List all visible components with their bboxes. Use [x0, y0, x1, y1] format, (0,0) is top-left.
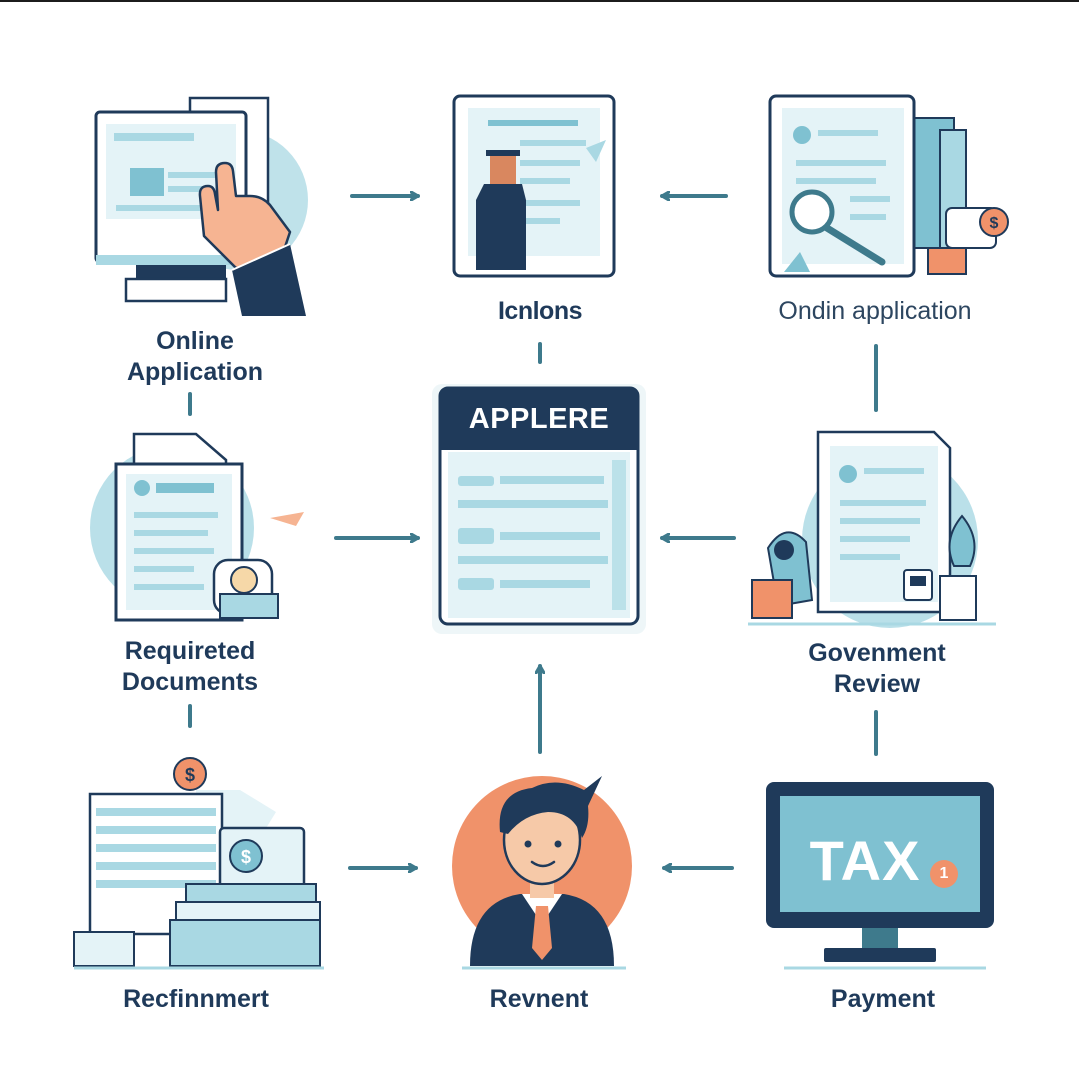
label-line: Online: [156, 327, 234, 355]
label-government-review: Govenment Review: [770, 638, 984, 700]
label-line: Ondin application: [778, 297, 972, 325]
label-line: Review: [833, 670, 921, 698]
label-payment: Payment: [776, 984, 990, 1015]
svg-text:$: $: [241, 847, 251, 867]
label-line: Documents: [121, 668, 259, 696]
document-magnifier-icon: $: [768, 94, 1009, 278]
label-recfinnmert: Recfinnmert: [86, 984, 306, 1015]
label-line: Requireted: [124, 637, 256, 665]
officer-avatar-icon: [452, 776, 632, 970]
label-ondin-application: Ondin application: [740, 296, 1010, 327]
invoice-stack-icon: $ $: [73, 757, 324, 970]
document-review-icon: [748, 430, 996, 628]
tax-screen-text: TAX: [809, 828, 921, 892]
label-icnlons: Icnlons: [430, 296, 650, 327]
connectors: [188, 196, 878, 868]
top-border: [0, 0, 1079, 2]
label-line: Application: [126, 358, 264, 386]
label-required-documents: Requireted Documents: [84, 636, 296, 698]
document-stack-icon: [90, 432, 304, 622]
center-title: APPLERE: [468, 402, 610, 435]
label-line: Icnlons: [497, 297, 583, 325]
svg-text:$: $: [990, 215, 999, 232]
label-online-application: Online Application: [90, 326, 300, 388]
label-line: Payment: [830, 985, 936, 1013]
application-form-icon: [432, 384, 646, 634]
document-bottle-icon: [452, 94, 616, 278]
label-revnent: Revnent: [436, 984, 642, 1015]
tax-monitor-icon: [766, 782, 994, 970]
label-line: Revnent: [489, 985, 589, 1013]
svg-text:$: $: [185, 765, 195, 785]
label-line: Recfinnmert: [123, 985, 269, 1013]
computer-hand-icon: [94, 96, 308, 316]
label-line: Govenment: [808, 639, 946, 667]
tax-badge: 1: [939, 865, 949, 882]
